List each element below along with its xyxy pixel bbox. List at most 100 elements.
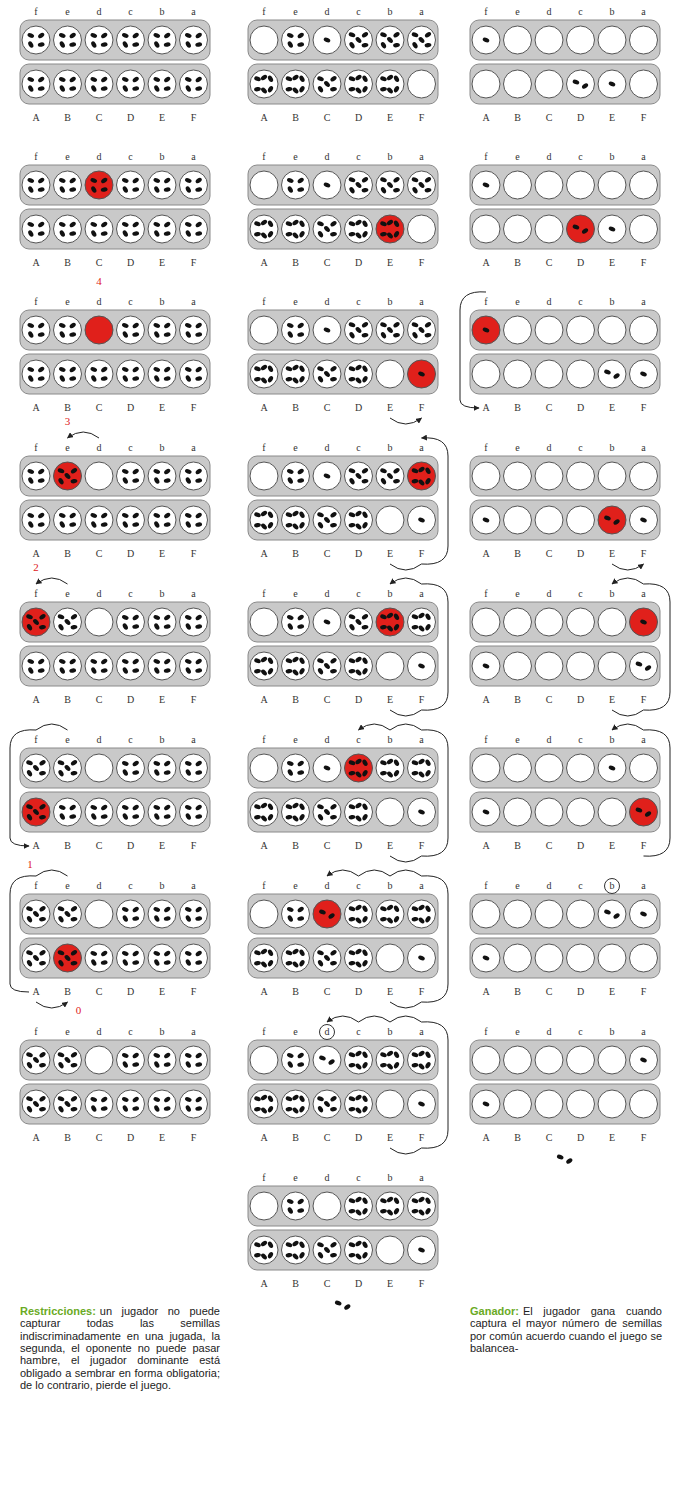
pit <box>180 798 208 826</box>
seed <box>260 232 268 240</box>
seed <box>122 375 129 383</box>
pit-letter: A <box>32 403 39 413</box>
seed <box>355 815 363 823</box>
seed <box>411 1052 419 1058</box>
seed <box>361 187 368 193</box>
seed <box>317 1096 325 1102</box>
pit-letter: A <box>260 403 267 413</box>
seed <box>348 960 355 966</box>
seed <box>163 177 171 185</box>
pit <box>345 798 373 826</box>
pit-letter: C <box>324 403 331 413</box>
pit-letter: A <box>32 113 39 123</box>
pit <box>180 26 208 54</box>
seed <box>361 1251 368 1259</box>
seed <box>348 1052 356 1058</box>
seed <box>354 364 362 372</box>
pit <box>345 506 373 534</box>
seed <box>329 803 337 811</box>
pit-letter: F <box>641 1133 647 1143</box>
pit-letter: D <box>355 695 362 705</box>
seed <box>132 366 140 374</box>
seed <box>361 769 368 777</box>
seed <box>355 523 363 531</box>
seed <box>286 468 294 474</box>
pit-letter: D <box>127 987 134 997</box>
seed <box>69 332 76 338</box>
pit <box>313 462 341 490</box>
board-strip <box>20 354 210 394</box>
seed <box>27 521 34 529</box>
sowing-arrow <box>359 724 391 730</box>
sowing-arrow <box>390 564 422 570</box>
pit <box>567 26 595 54</box>
seed <box>185 186 192 194</box>
seed <box>329 1095 337 1103</box>
seed <box>355 917 363 925</box>
pit-letter: f <box>484 881 487 891</box>
seed <box>163 512 171 520</box>
pit-letter: B <box>514 549 521 559</box>
seed <box>27 667 34 675</box>
seed <box>348 658 356 664</box>
pit-letter: a <box>191 589 195 599</box>
seed <box>121 76 129 82</box>
pit-letter: A <box>482 113 489 123</box>
seed <box>37 376 44 382</box>
pit <box>598 1046 626 1074</box>
seed <box>361 521 368 529</box>
pit-letter: d <box>325 589 330 599</box>
pit-letter: d <box>325 152 330 162</box>
seed <box>69 177 77 185</box>
seed <box>417 612 425 620</box>
seed <box>122 915 129 923</box>
seed <box>26 906 34 912</box>
seed <box>361 915 368 923</box>
pit <box>85 944 113 972</box>
seed <box>195 1096 203 1104</box>
seed <box>286 32 294 38</box>
seed <box>361 657 368 665</box>
pit <box>504 215 532 243</box>
pit-letter: b <box>160 589 165 599</box>
pit-letter: f <box>484 589 487 599</box>
pit <box>180 215 208 243</box>
seed <box>348 770 355 776</box>
seed <box>361 624 368 630</box>
board-strip <box>20 1084 210 1124</box>
pit <box>535 70 563 98</box>
seed <box>361 1105 368 1113</box>
seed <box>69 658 77 666</box>
seed <box>260 669 268 677</box>
seed <box>635 807 643 813</box>
pit-letter: e <box>293 735 297 745</box>
pit <box>180 360 208 388</box>
seed <box>361 905 368 913</box>
pit-letter: B <box>514 695 521 705</box>
seed <box>153 322 161 328</box>
board-strip <box>248 310 438 350</box>
pit-letter: f <box>484 735 487 745</box>
pit-letter: E <box>159 403 165 413</box>
seed <box>613 518 621 526</box>
seed <box>32 618 40 626</box>
seed <box>380 76 388 82</box>
seed <box>386 612 394 620</box>
seed <box>100 814 107 820</box>
seed <box>329 949 337 957</box>
seed <box>297 760 305 768</box>
seed <box>317 1242 325 1248</box>
seed <box>380 32 388 38</box>
board-strip <box>248 748 438 788</box>
seed <box>285 1106 292 1112</box>
pit <box>376 798 404 826</box>
seed <box>163 804 171 812</box>
sowing-arrow <box>390 578 422 584</box>
seed <box>328 1058 336 1066</box>
pit-letter: C <box>96 258 103 268</box>
seed <box>323 182 331 188</box>
seed <box>184 906 192 912</box>
rule-heading: Ganador: <box>470 1305 519 1317</box>
pit-letter: E <box>387 695 393 705</box>
seed <box>604 515 612 521</box>
